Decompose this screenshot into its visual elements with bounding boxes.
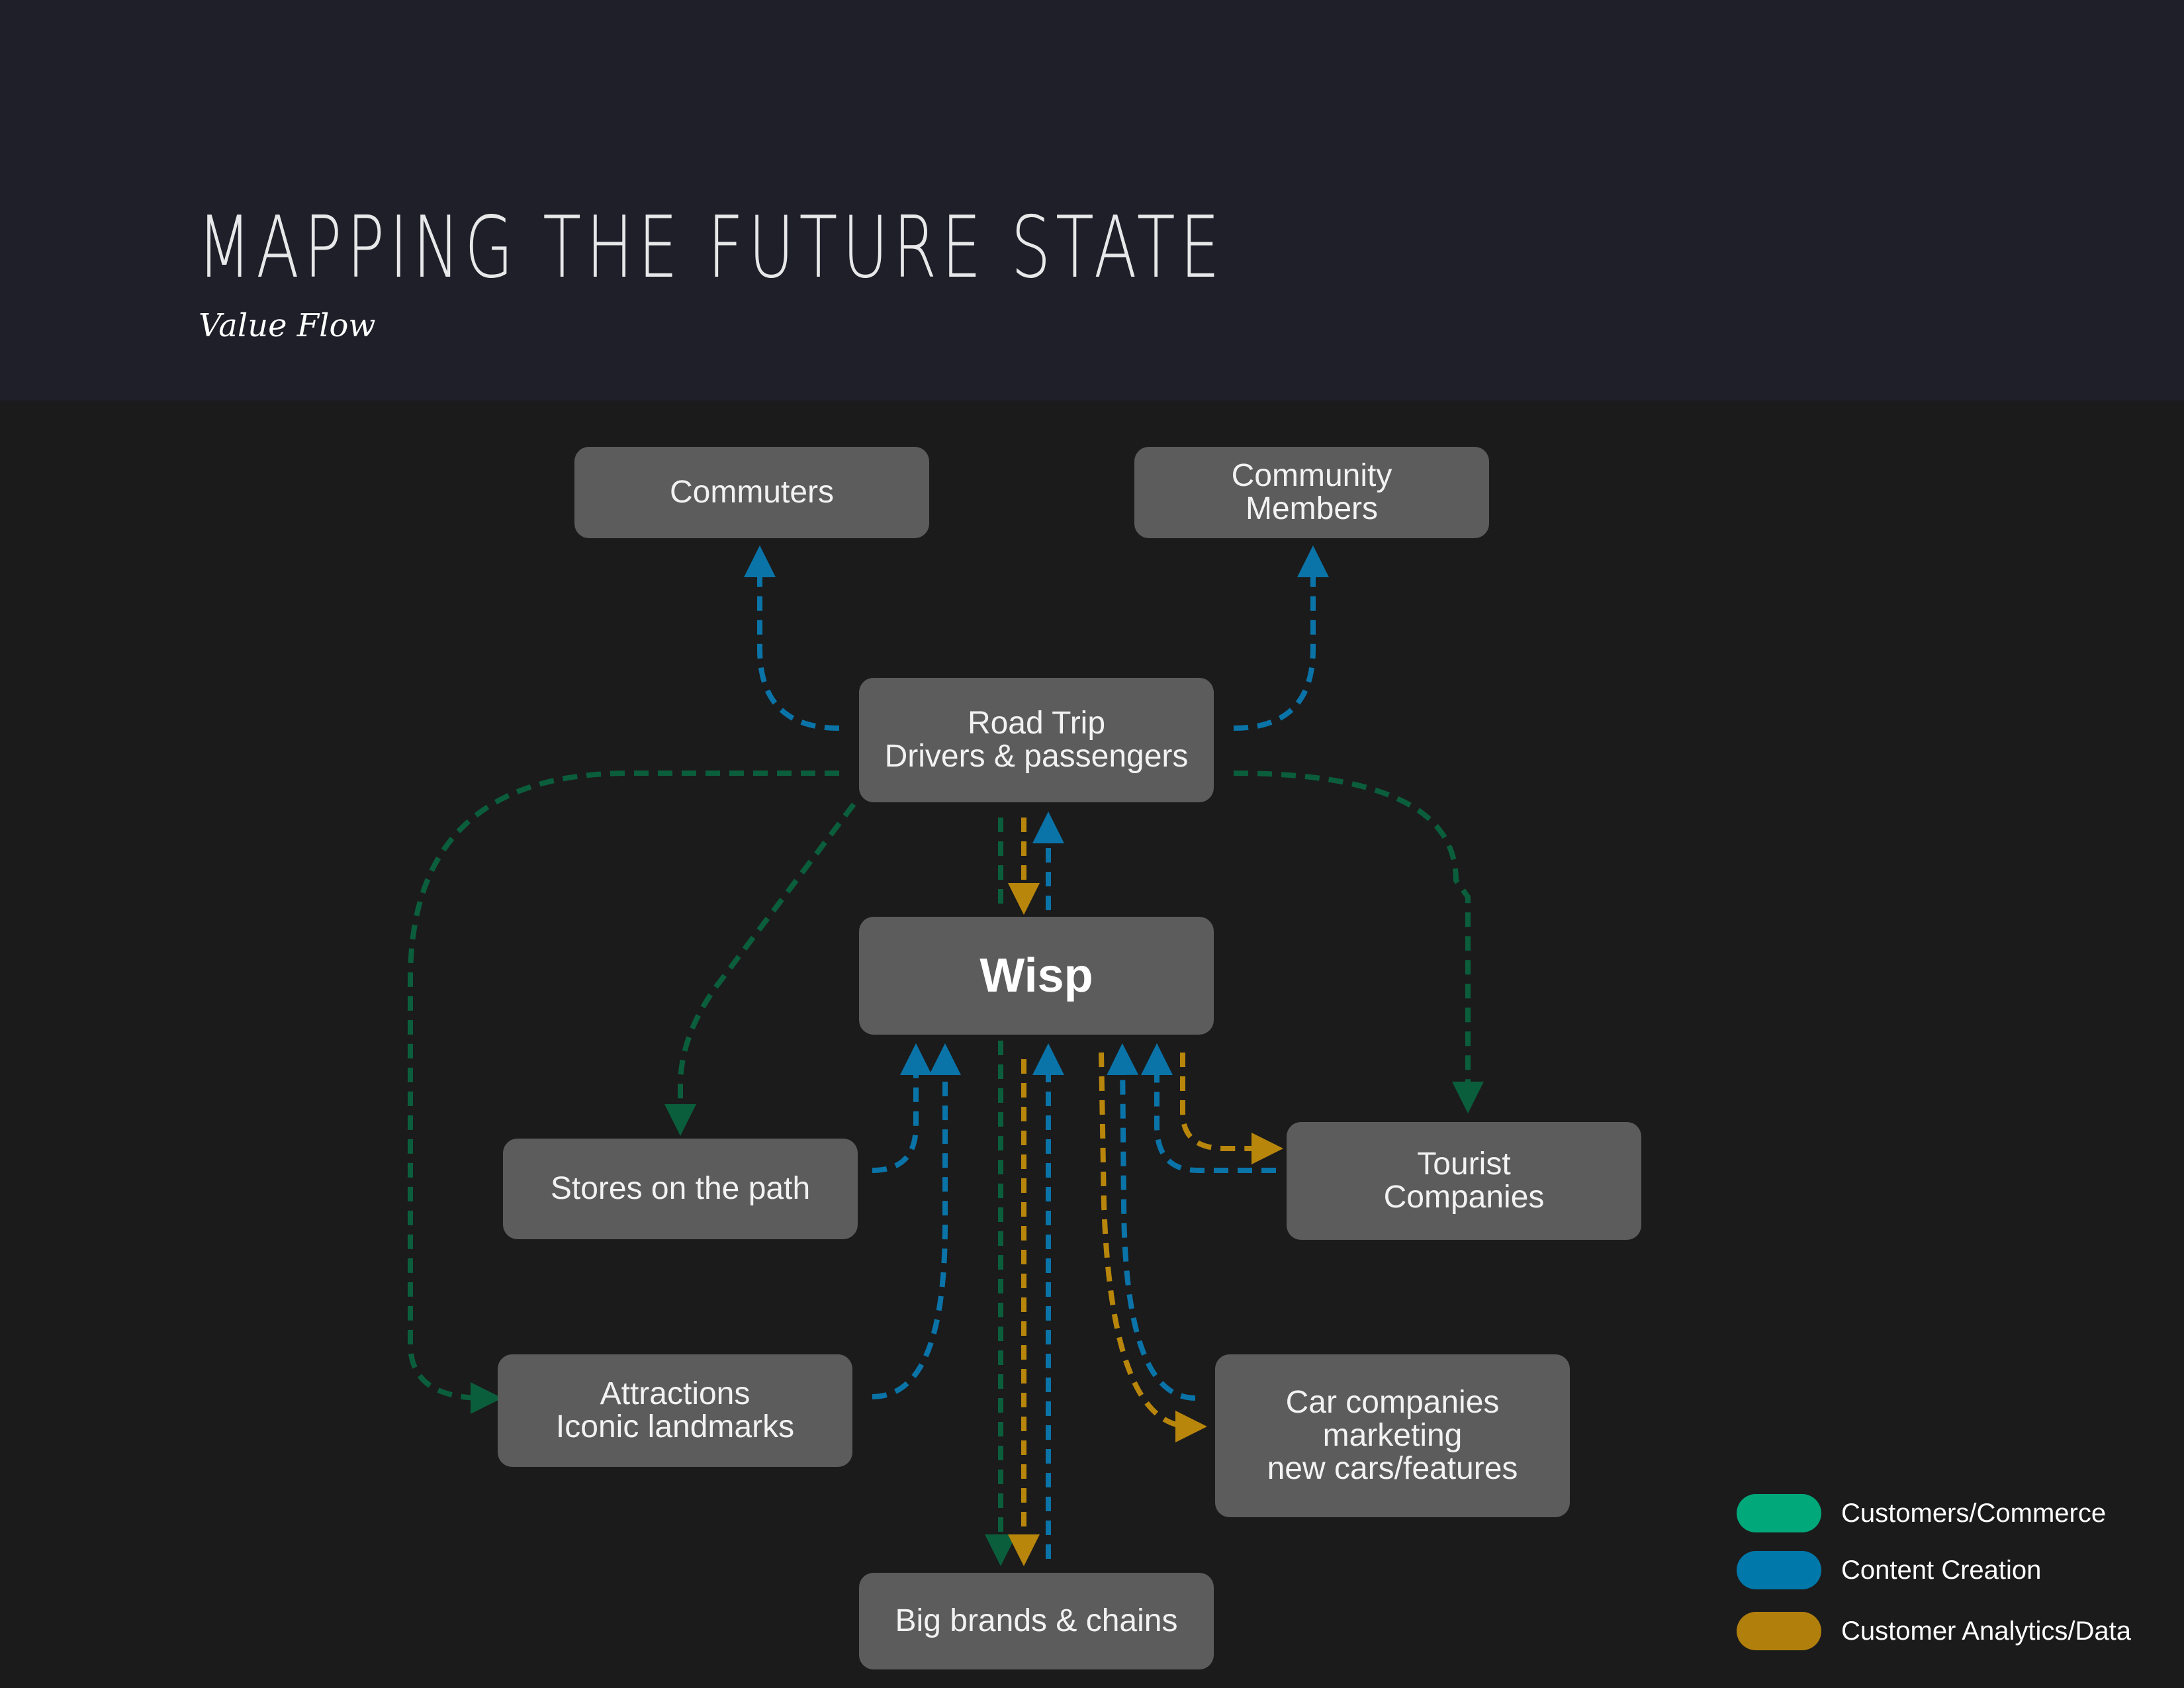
legend-swatch-analytics <box>1737 1612 1821 1650</box>
flow-car-wisp-blue <box>1107 1043 1196 1401</box>
node-community-members: Community Members <box>1134 447 1489 538</box>
flow-attractions-wisp <box>872 1043 961 1399</box>
legend-item-customers: Customers/Commerce <box>1737 1493 2106 1533</box>
node-wisp: Wisp <box>859 917 1214 1035</box>
node-stores-on-path: Stores on the path <box>503 1139 858 1239</box>
node-car-companies: Car companies marketing new cars/feature… <box>1215 1354 1570 1517</box>
legend-label: Content Creation <box>1841 1555 2042 1585</box>
legend-swatch-customers <box>1737 1494 1821 1532</box>
page-title: MAPPING THE FUTURE STATE <box>197 199 1225 297</box>
flow-roadtrip-tourist <box>1233 771 1484 1113</box>
flow-roadtrip-stores <box>664 802 856 1136</box>
node-attractions: Attractions Iconic landmarks <box>498 1354 852 1467</box>
flow-wisp-car-gold <box>1099 1052 1207 1442</box>
node-road-trip: Road Trip Drivers & passengers <box>859 678 1214 802</box>
legend-label: Customer Analytics/Data <box>1841 1616 2131 1646</box>
flow-roadtrip-community <box>1233 545 1329 731</box>
flow-wisp-tourist-gold <box>1180 1053 1283 1164</box>
node-tourist-companies: Tourist Companies <box>1287 1122 1641 1240</box>
flow-roadtrip-commuters <box>744 545 840 731</box>
legend-item-content: Content Creation <box>1737 1550 2041 1590</box>
legend-item-analytics: Customer Analytics/Data <box>1737 1611 2131 1651</box>
flow-roadtrip-attractions <box>408 771 839 1414</box>
node-commuters: Commuters <box>574 447 929 538</box>
legend-label: Customers/Commerce <box>1841 1498 2107 1528</box>
page-subtitle: Value Flow <box>199 307 376 344</box>
legend-swatch-content <box>1737 1551 1821 1589</box>
flow-stores-wisp <box>872 1043 932 1173</box>
node-big-brands: Big brands & chains <box>859 1573 1214 1669</box>
header-band: MAPPING THE FUTURE STATE Value Flow <box>0 0 2184 400</box>
flow-tourist-wisp-blue <box>1141 1043 1276 1173</box>
